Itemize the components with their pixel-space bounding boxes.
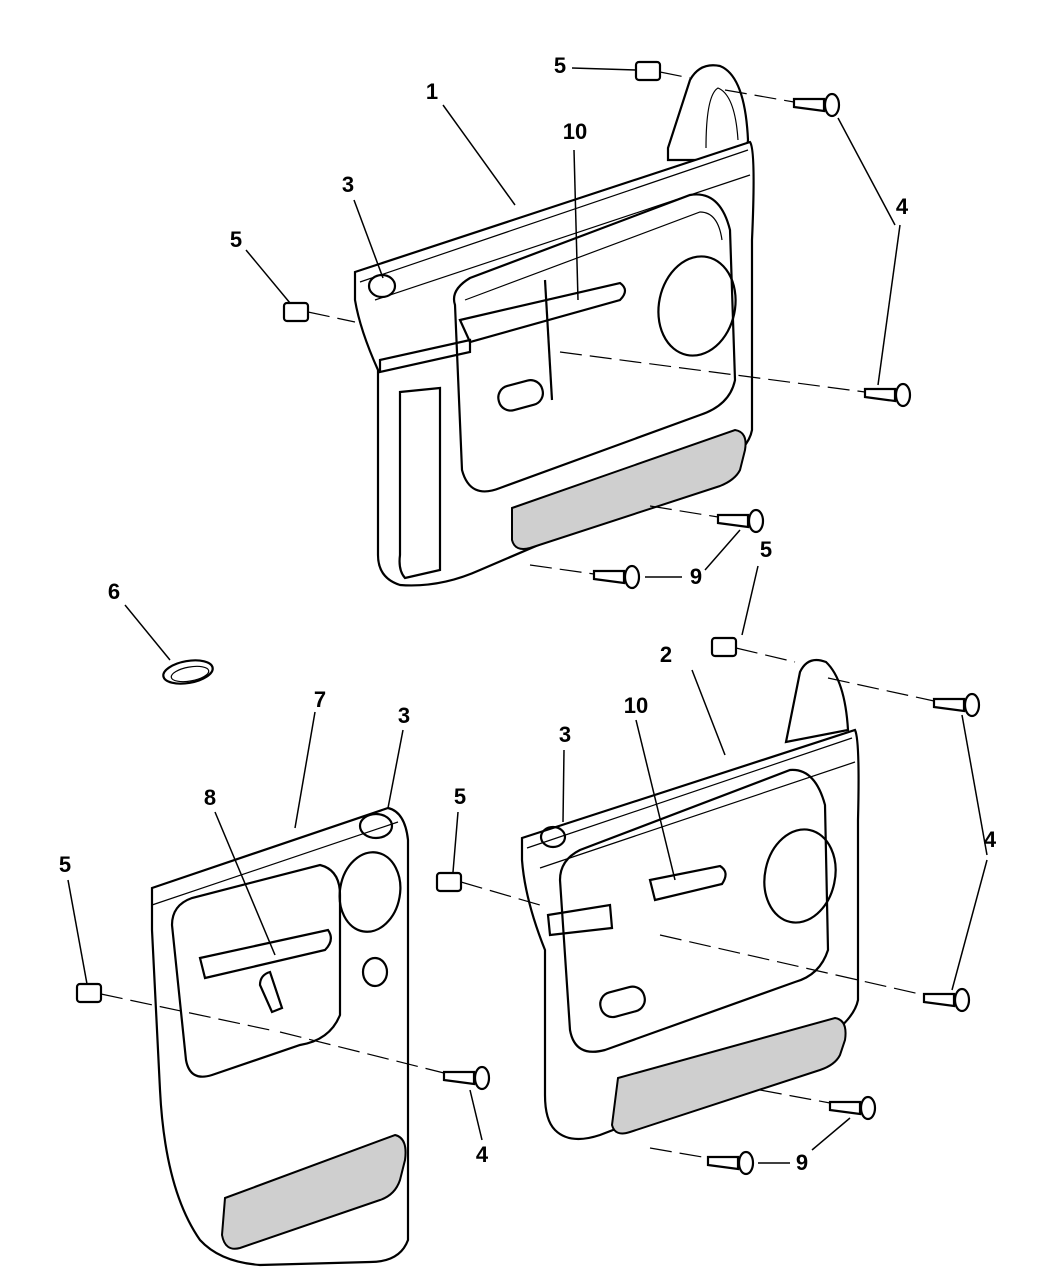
- screws: [442, 92, 981, 1176]
- callout-7: 7: [313, 687, 327, 712]
- callout-5: 5: [453, 784, 467, 809]
- callout-4: 4: [475, 1142, 489, 1167]
- callout-9: 9: [795, 1150, 809, 1175]
- callout-10: 10: [562, 119, 588, 144]
- callout-5: 5: [759, 537, 773, 562]
- callout-4: 4: [895, 194, 909, 219]
- door-panel-1: [353, 64, 755, 587]
- callout-3: 3: [558, 722, 572, 747]
- callout-2: 2: [659, 642, 673, 667]
- bezel-ring-6: [162, 659, 214, 685]
- callout-6: 6: [107, 579, 121, 604]
- callout-5: 5: [553, 53, 567, 78]
- leader-lines: [67, 67, 988, 1164]
- callout-4: 4: [983, 827, 997, 852]
- callout-5: 5: [229, 227, 243, 252]
- callout-8: 8: [203, 785, 217, 810]
- callout-9: 9: [689, 564, 703, 589]
- door-panel-2: [520, 658, 860, 1141]
- door-panel-7: [150, 806, 410, 1267]
- callout-10: 10: [623, 693, 649, 718]
- callout-1: 1: [425, 79, 439, 104]
- retainer-clips: [75, 60, 738, 1004]
- assembly-lines: [100, 71, 935, 1159]
- callout-3: 3: [341, 172, 355, 197]
- callout-5: 5: [58, 852, 72, 877]
- callout-3: 3: [397, 703, 411, 728]
